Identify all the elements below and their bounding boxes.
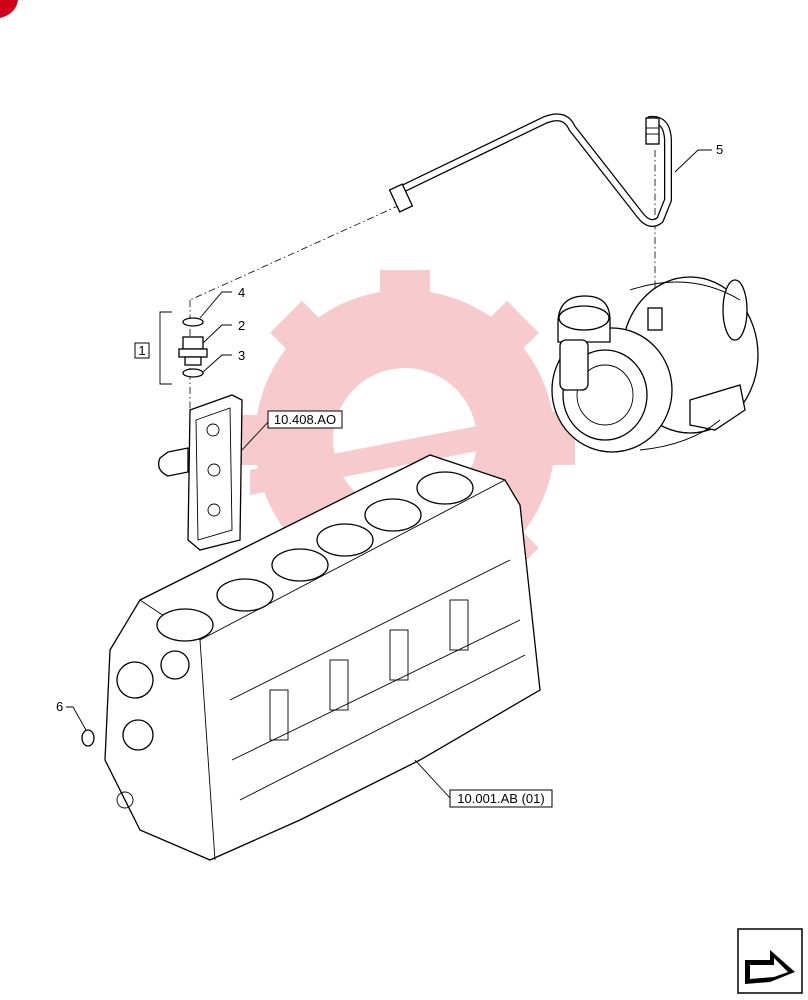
fitting-stack [178, 317, 208, 378]
callout-4: 4 [238, 285, 245, 300]
o-ring-6 [81, 729, 95, 747]
turbocharger [551, 276, 759, 453]
item1-bracket [159, 311, 172, 385]
ref-engine-block-link[interactable]: 10.001.AB (01) [457, 791, 544, 806]
callout-5: 5 [716, 142, 723, 157]
engine-block [104, 454, 541, 861]
oil-feed-pipe [388, 113, 672, 228]
callout-1: 1 [138, 343, 145, 358]
ref-oil-cooler-link[interactable]: 10.408.AO [274, 412, 336, 427]
ref-box-engine-block[interactable] [449, 789, 553, 808]
callout-2: 2 [238, 318, 245, 333]
nav-arrow-button[interactable] [737, 928, 803, 994]
callout-3: 3 [238, 348, 245, 363]
ref-box-oil-cooler[interactable] [267, 410, 343, 429]
callout-box-1 [134, 342, 150, 359]
oil-cooler-cover [157, 394, 243, 551]
corner-badge [0, 0, 18, 18]
callout-6: 6 [56, 699, 63, 714]
leaders [66, 149, 712, 799]
